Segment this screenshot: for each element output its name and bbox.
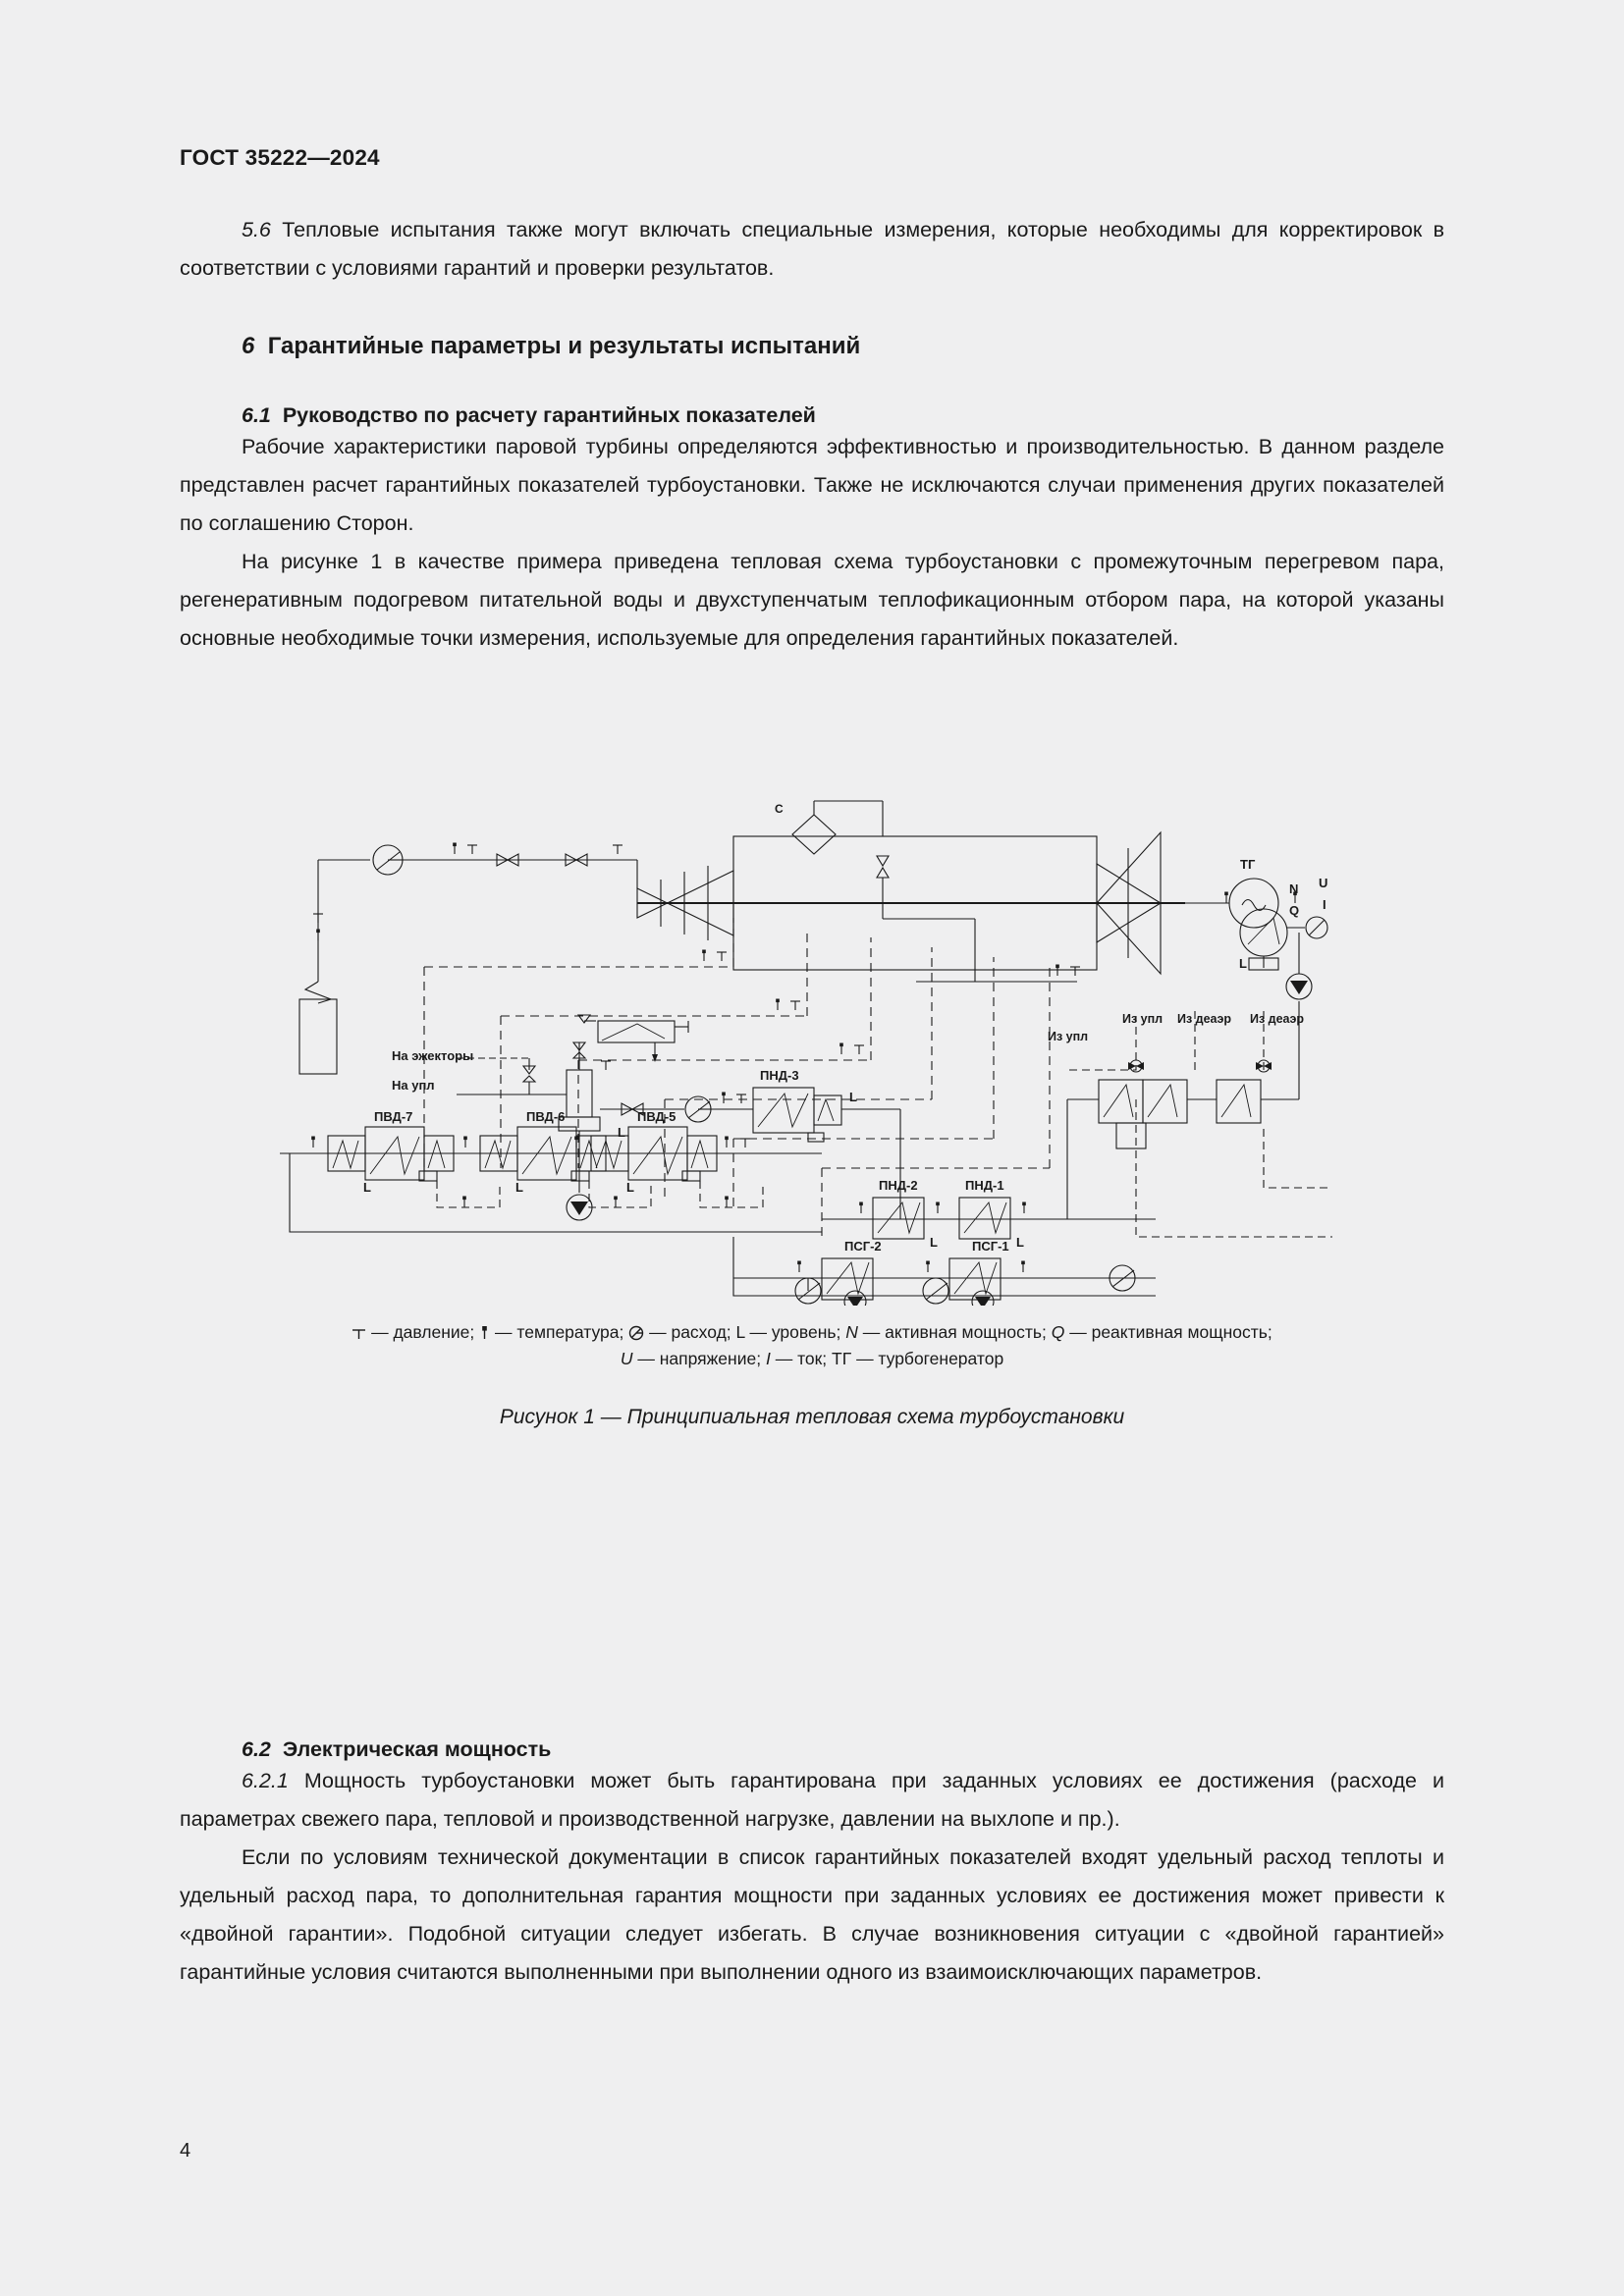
legend-tg-text: — турбогенератор <box>856 1349 1004 1368</box>
legend-level-symbol: L <box>735 1322 745 1342</box>
legend-level-text: — уровень; <box>749 1322 841 1342</box>
legend-n-symbol: N <box>845 1322 858 1342</box>
legend-u-symbol: U <box>620 1349 633 1368</box>
figure-caption-text: — Принципиальная тепловая схема турбоуст… <box>594 1406 1125 1428</box>
legend-flow-text: — расход; <box>649 1322 731 1342</box>
document-body-bottom: 6.2 Электрическая мощность 6.2.1 Мощност… <box>180 1737 1444 1992</box>
section-6-1-title: Руководство по расчету гарантийных показ… <box>282 403 816 427</box>
label-pnd1-level: L <box>1016 1235 1024 1250</box>
paragraph-6-2-1-number: 6.2.1 <box>242 1769 289 1792</box>
paragraph-5-6: 5.6 Тепловые испытания также могут включ… <box>180 211 1444 288</box>
label-pvd7: ПВД-7 <box>374 1109 412 1124</box>
pressure-icon <box>352 1329 366 1339</box>
label-from-seals-2: Из упл <box>1122 1012 1163 1026</box>
heater-psg1 <box>948 1257 1001 1301</box>
cooler-group-1 <box>1098 1079 1188 1149</box>
valve-icon-cooler-1 <box>1128 1059 1144 1073</box>
paragraph-6-2-1-text: Мощность турбоустановки может быть гаран… <box>180 1769 1444 1831</box>
label-pvd6: ПВД-6 <box>526 1109 565 1124</box>
legend-q-symbol: Q <box>1051 1322 1065 1342</box>
label-netheater-level: L <box>1239 956 1247 971</box>
label-cond-level: L <box>618 1125 625 1140</box>
label-pnd1: ПНД-1 <box>965 1178 1004 1193</box>
label-pnd2: ПНД-2 <box>879 1178 918 1193</box>
temperature-icon <box>482 1326 487 1339</box>
label-from-seals-1: Из упл <box>1048 1030 1088 1043</box>
valve-icon-2 <box>565 853 588 867</box>
figure-1: С ТГ N Q U I <box>180 775 1444 1429</box>
page-number: 4 <box>180 2140 191 2162</box>
label-generator: ТГ <box>1240 857 1256 872</box>
figure-caption: Рисунок 1 — Принципиальная тепловая схем… <box>180 1406 1444 1429</box>
section-6-2-heading: 6.2 Электрическая мощность <box>180 1737 1444 1762</box>
label-pnd3-level: L <box>849 1090 857 1104</box>
heater-pvd6 <box>479 1126 607 1182</box>
label-pnd3: ПНД-3 <box>760 1068 799 1083</box>
label-pnd2-level: L <box>930 1235 938 1250</box>
label-psg1: ПСГ-1 <box>972 1239 1009 1254</box>
valve-icon-cond <box>621 1102 644 1116</box>
paragraph-5-6-number: 5.6 <box>242 218 271 241</box>
legend-line-1: — давление; — температура; — расход; L —… <box>352 1322 1272 1342</box>
valve-icon-vertical <box>876 855 890 879</box>
legend-tg-symbol: ТГ <box>832 1349 852 1368</box>
paragraph-6-2-1: 6.2.1 Мощность турбоустановки может быть… <box>180 1762 1444 1839</box>
figure-legend: — давление; — температура; — расход; L —… <box>180 1319 1444 1372</box>
page-header-standard: ГОСТ 35222—2024 <box>180 145 380 170</box>
label-condenser-c: С <box>775 802 784 816</box>
label-pvd5-level: L <box>626 1180 634 1195</box>
label-gen-i: I <box>1323 897 1326 912</box>
legend-u-text: — напряжение; <box>637 1349 762 1368</box>
valve-icon-gl <box>571 1041 587 1059</box>
heater-pvd5 <box>590 1126 718 1182</box>
label-from-deaer-1: Из деаэр <box>1177 1012 1231 1026</box>
heater-pvd7 <box>327 1126 455 1182</box>
section-6-2-title: Электрическая мощность <box>282 1737 552 1761</box>
figure-caption-number: Рисунок 1 <box>499 1406 595 1428</box>
flow-icon <box>629 1325 644 1341</box>
heater-pnd1 <box>958 1197 1011 1240</box>
legend-n-text: — активная мощность; <box>862 1322 1047 1342</box>
label-gen-n: N <box>1289 881 1298 896</box>
paragraph-6-1-1: Рабочие характеристики паровой турбины о… <box>180 435 1444 535</box>
legend-temperature-text: — температура; <box>495 1322 624 1342</box>
heater-pnd3 <box>752 1087 842 1143</box>
label-pvd7-level: L <box>363 1180 371 1195</box>
label-pvd5: ПВД-5 <box>637 1109 676 1124</box>
label-gen-q: Q <box>1289 903 1299 918</box>
section-6-number: 6 <box>242 333 255 359</box>
heater-pnd2 <box>872 1197 925 1240</box>
section-6-1-heading: 6.1 Руководство по расчету гарантийных п… <box>180 403 1444 428</box>
label-gen-u: U <box>1319 876 1327 890</box>
label-to-seals: На упл <box>392 1078 435 1093</box>
label-to-ejectors: На эжекторы <box>392 1048 473 1063</box>
valve-icon-1 <box>496 853 519 867</box>
section-6-title: Гарантийные параметры и результаты испыт… <box>267 333 861 359</box>
document-body-top: 5.6 Тепловые испытания также могут включ… <box>180 211 1444 658</box>
heater-psg2 <box>821 1257 874 1301</box>
label-psg2: ПСГ-2 <box>844 1239 882 1254</box>
cooler-group-2 <box>1216 1079 1262 1124</box>
label-from-deaer-2: Из деаэр <box>1250 1012 1304 1026</box>
legend-line-2: U — напряжение; I — ток; ТГ — турбогенер… <box>180 1346 1444 1372</box>
thermal-scheme-diagram: С ТГ N Q U I <box>280 800 1332 1306</box>
legend-i-text: — ток; <box>775 1349 828 1368</box>
label-pvd6-level: L <box>515 1180 523 1195</box>
section-6-2-number: 6.2 <box>242 1737 271 1761</box>
paragraph-5-6-text: Тепловые испытания также могут включать … <box>180 218 1444 280</box>
section-6-1-number: 6.1 <box>242 403 271 427</box>
paragraph-6-2-2: Если по условиям технической документаци… <box>180 1845 1444 1984</box>
section-6-heading: 6 Гарантийные параметры и результаты исп… <box>180 333 1444 360</box>
valve-icon-cooler-2 <box>1256 1059 1272 1073</box>
legend-i-symbol: I <box>765 1349 771 1368</box>
legend-pressure-text: — давление; <box>371 1322 475 1342</box>
legend-q-text: — реактивная мощность; <box>1069 1322 1272 1342</box>
paragraph-6-1-2: На рисунке 1 в качестве примера приведен… <box>180 550 1444 650</box>
